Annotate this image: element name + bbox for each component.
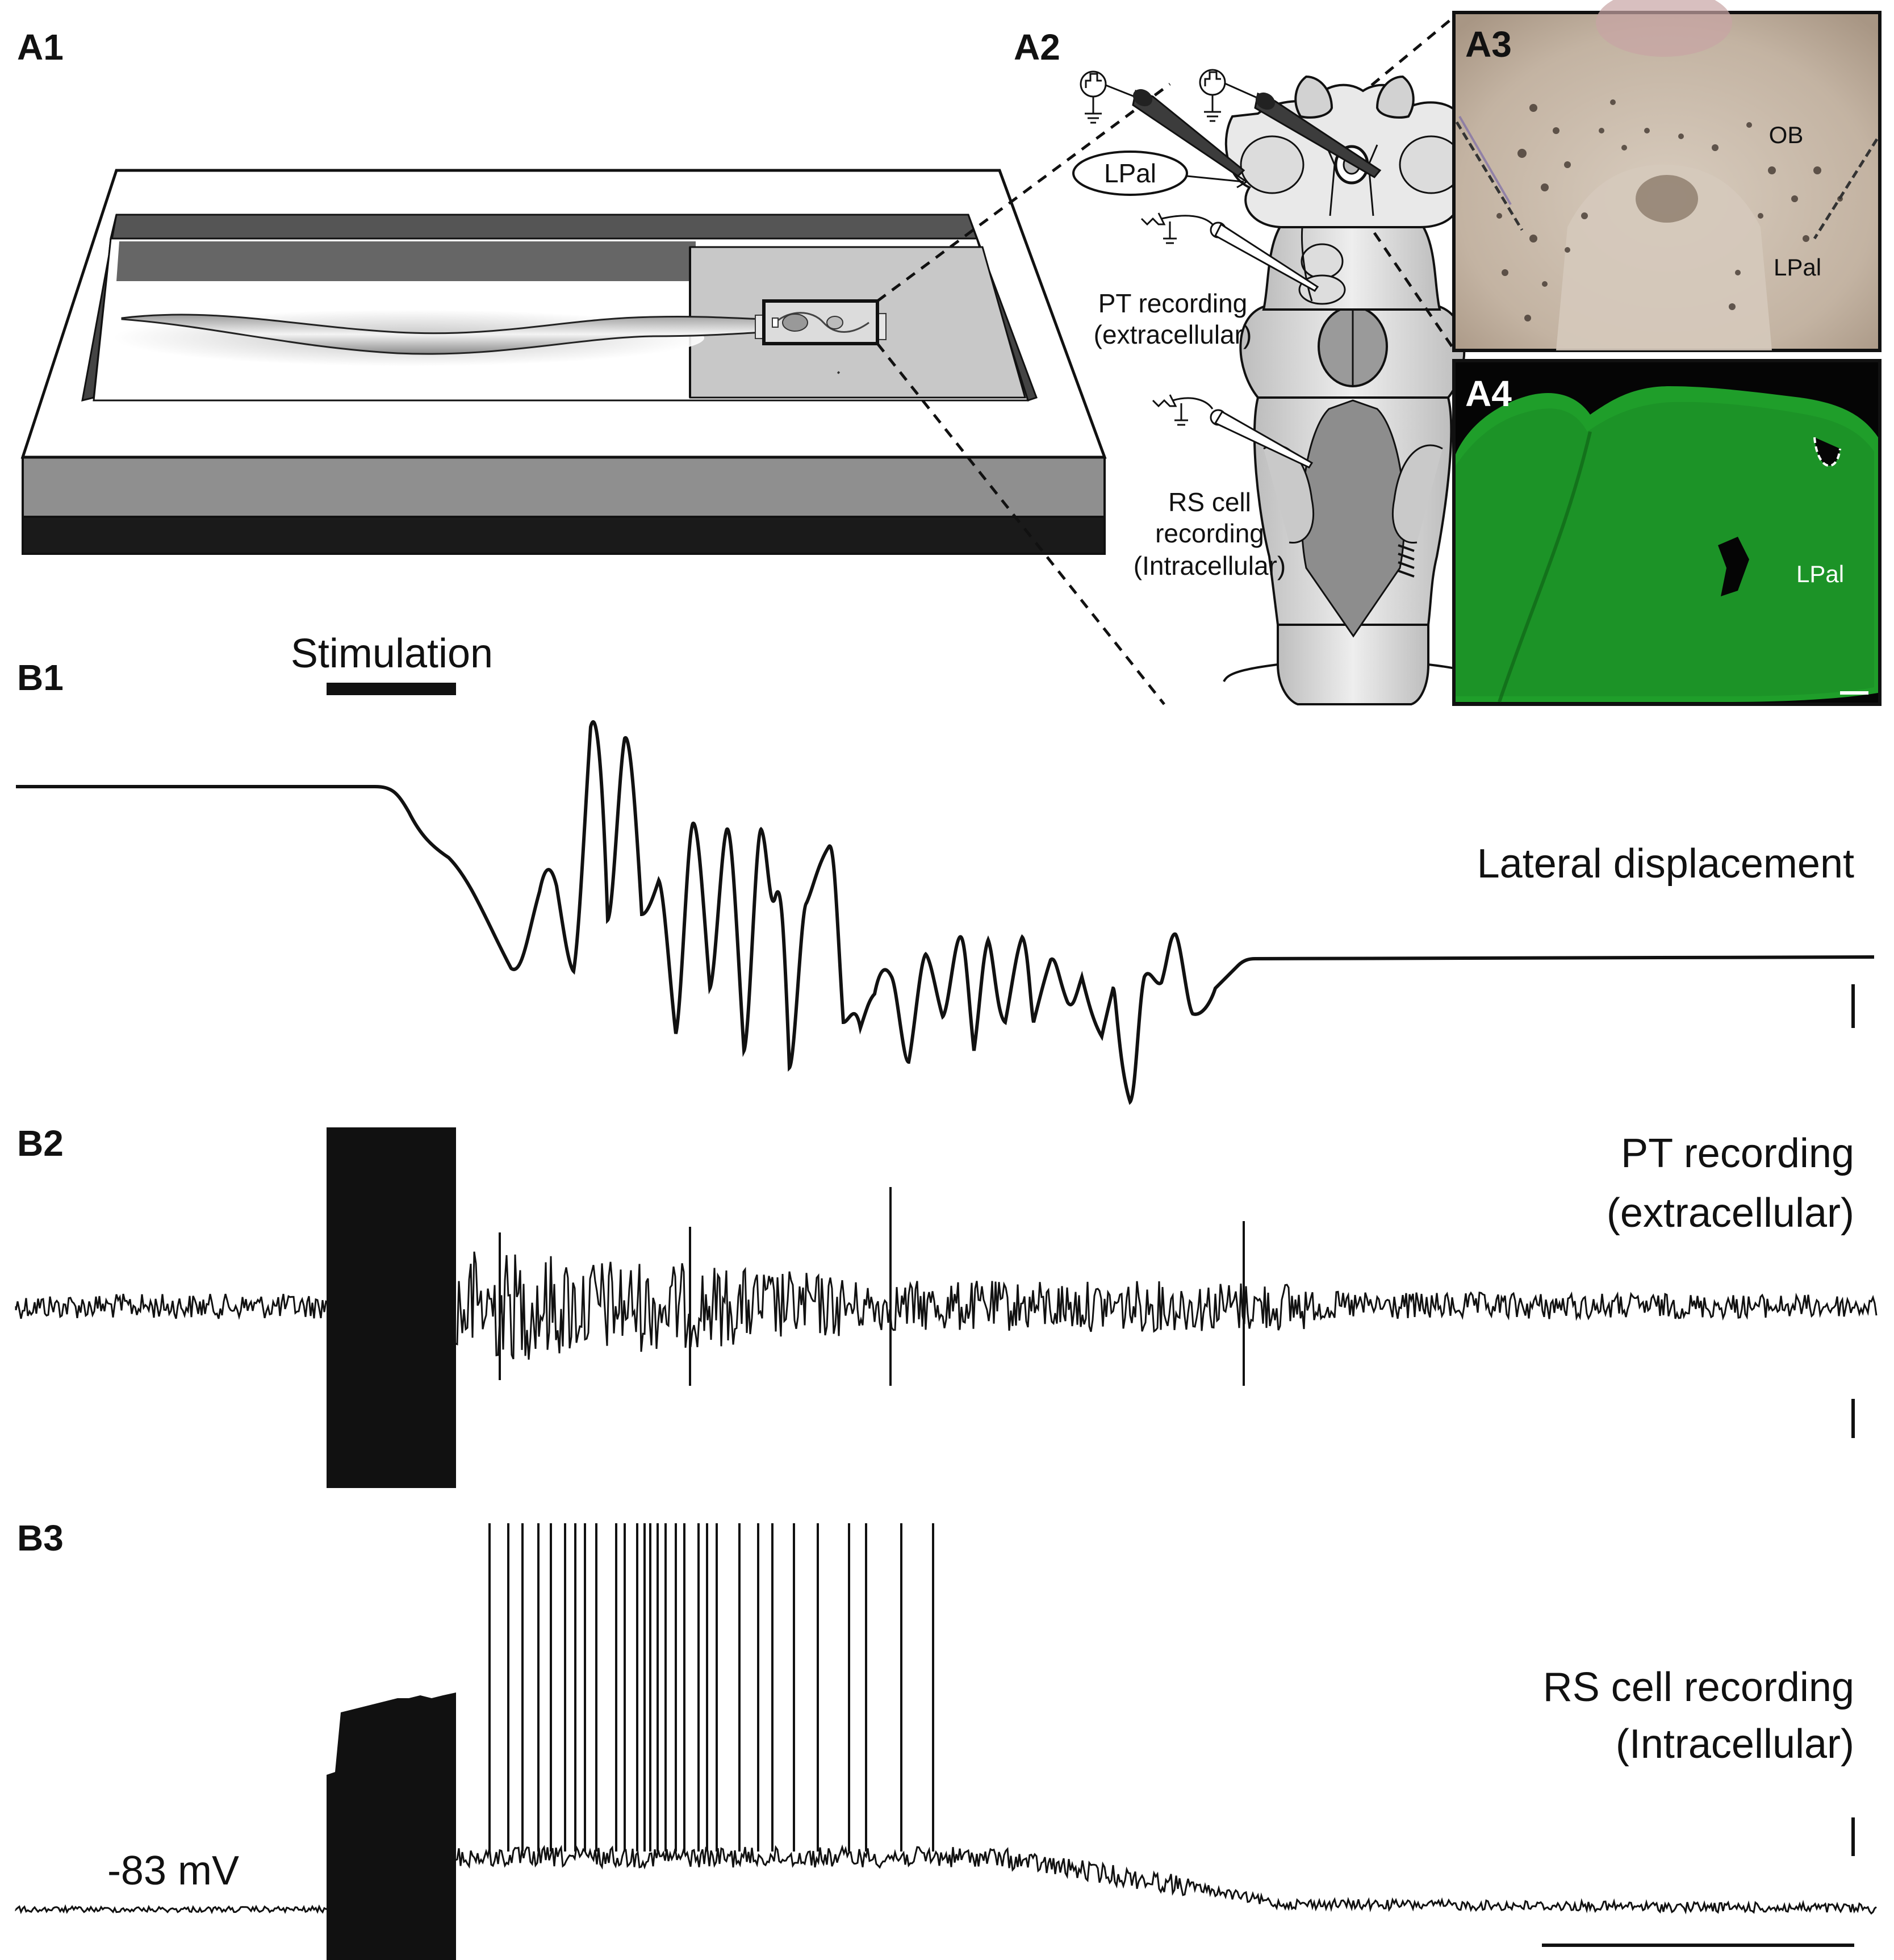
a3-brain-photo bbox=[1452, 0, 1882, 352]
stimulation-electrode-left bbox=[1080, 70, 1245, 177]
stimulation-electrode-right bbox=[1199, 69, 1382, 178]
rs-label-line2: recording bbox=[1155, 519, 1264, 548]
lateral-displacement-trace bbox=[16, 720, 1875, 1105]
rs-label-line1: RS cell bbox=[1168, 487, 1251, 517]
brain-schematic bbox=[1223, 75, 1483, 705]
rs-trace-label-line1: RS cell recording bbox=[1543, 1665, 1854, 1710]
pt-label-line1: PT recording bbox=[1098, 289, 1248, 318]
a3-ob-label: OB bbox=[1769, 122, 1804, 148]
panel-label-b1: B1 bbox=[17, 657, 64, 698]
panel-label-a1: A1 bbox=[17, 27, 64, 68]
resting-potential-label: -83 mV bbox=[107, 1848, 239, 1894]
pt-trace-label-line1: PT recording bbox=[1621, 1131, 1854, 1176]
rs-noise-path bbox=[15, 1844, 1877, 1915]
panel-label-b3: B3 bbox=[17, 1518, 64, 1558]
a3-lpal-label: LPal bbox=[1774, 254, 1821, 281]
recording-chamber-drawing bbox=[20, 169, 1107, 555]
pt-stimulation-artifact bbox=[327, 1127, 456, 1488]
rs-stimulation-artifact bbox=[327, 1692, 456, 1960]
zoom-line-a3-bottom bbox=[1373, 232, 1456, 350]
pt-recording-trace bbox=[15, 1187, 1878, 1386]
a4-fluorescence-section bbox=[1452, 359, 1882, 706]
lpal-label-ellipse bbox=[1072, 151, 1188, 196]
stimulation-label: Stimulation bbox=[291, 631, 493, 676]
pt-label-line2: (extracellular) bbox=[1094, 320, 1252, 349]
a4-lpal-label: LPal bbox=[1796, 561, 1844, 587]
lpal-label: LPal bbox=[1104, 158, 1156, 188]
rs-recording-electrode bbox=[1152, 394, 1314, 469]
lpal-arrow bbox=[1186, 175, 1244, 183]
rs-label-line3: (Intracellular) bbox=[1134, 551, 1286, 580]
zoom-line-bottom bbox=[876, 342, 1165, 705]
pt-trace-label-line2: (extracellular) bbox=[1607, 1190, 1854, 1236]
panel-label-a4: A4 bbox=[1465, 373, 1512, 414]
zoom-line-a3-top bbox=[1370, 16, 1455, 86]
panel-label-b2: B2 bbox=[17, 1123, 64, 1164]
pt-recording-electrode bbox=[1140, 212, 1319, 292]
lateral-displacement-label: Lateral displacement bbox=[1477, 841, 1854, 887]
pt-noise-path bbox=[15, 1251, 1878, 1360]
panel-label-a3: A3 bbox=[1465, 24, 1512, 65]
rs-recording-trace bbox=[15, 1523, 1877, 1915]
zoom-line-top bbox=[876, 82, 1171, 303]
rs-trace-label-line2: (Intracellular) bbox=[1616, 1721, 1854, 1767]
stimulation-bar bbox=[327, 683, 456, 695]
panel-label-a2: A2 bbox=[1014, 27, 1060, 68]
